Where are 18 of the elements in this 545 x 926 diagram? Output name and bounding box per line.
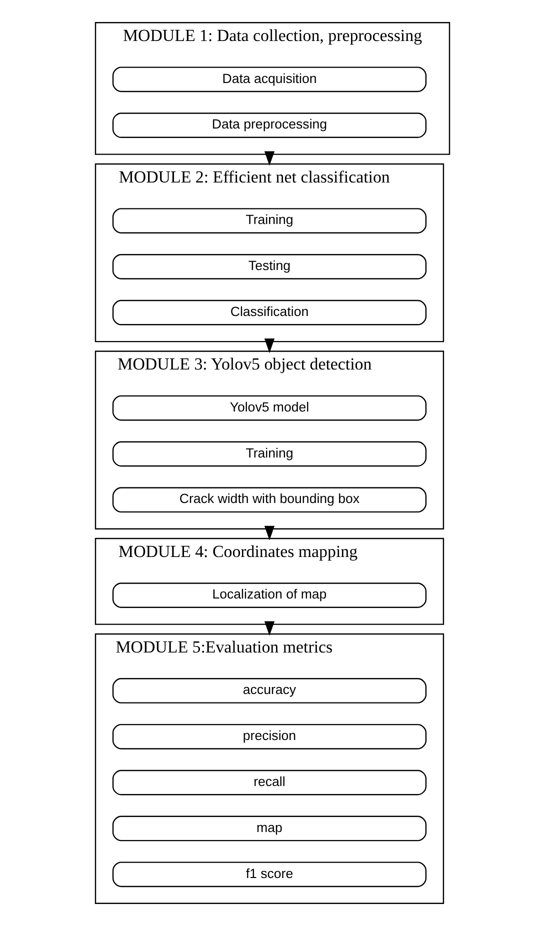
node-box: Localization of map xyxy=(112,582,427,608)
node-box: Training xyxy=(112,441,427,467)
node-box: Crack width with bounding box xyxy=(112,487,427,513)
arrow xyxy=(264,151,275,166)
node-box: Training xyxy=(112,208,427,234)
node-box: Data preprocessing xyxy=(112,112,427,138)
node-box: recall xyxy=(112,770,427,796)
arrow xyxy=(264,621,275,636)
node-box: Classification xyxy=(112,300,427,326)
node-box: Data acquisition xyxy=(112,66,427,92)
node-box: map xyxy=(112,816,427,842)
node-box: Yolov5 model xyxy=(112,395,427,421)
arrow xyxy=(264,526,275,540)
node-box: accuracy xyxy=(112,678,427,704)
node-box: f1 score xyxy=(112,862,427,888)
node-box: Testing xyxy=(112,254,427,280)
arrow xyxy=(264,338,275,354)
node-box: precision xyxy=(112,724,427,750)
